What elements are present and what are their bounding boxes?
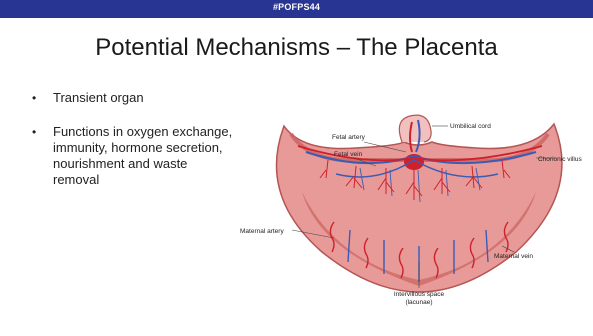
- slide-title: Potential Mechanisms – The Placenta: [0, 34, 593, 62]
- label-chorionic-villus: Chorionic villus: [538, 156, 582, 163]
- hashtag: #POFPS44: [0, 2, 593, 12]
- bullet-dot-icon: •: [32, 90, 36, 106]
- umbilical-cord: [399, 115, 431, 142]
- label-fetal-vein: Fetal vein: [334, 151, 363, 158]
- bullet-list: • Transient organ • Functions in oxygen ex…: [30, 90, 235, 206]
- placenta-svg: Fetal artery Umbilical cord Fetal vein C…: [236, 112, 586, 312]
- label-lacunae: (lacunae): [405, 299, 432, 306]
- label-umbilical-cord: Umbilical cord: [450, 123, 491, 130]
- bullet-dot-icon: •: [32, 124, 36, 140]
- label-maternal-artery: Maternal artery: [240, 228, 284, 235]
- label-fetal-artery: Fetal artery: [332, 134, 366, 141]
- label-maternal-vein: Maternal vein: [494, 253, 533, 260]
- bullet-item: • Transient organ: [30, 90, 235, 106]
- bullet-text: Transient organ: [53, 90, 144, 105]
- bullet-item: • Functions in oxygen exchange, immunity,…: [30, 124, 235, 188]
- bullet-text: Functions in oxygen exchange, immunity, …: [53, 124, 232, 187]
- placenta-diagram: Fetal artery Umbilical cord Fetal vein C…: [236, 112, 586, 312]
- label-intervillous-space: Intervillous space: [394, 291, 445, 298]
